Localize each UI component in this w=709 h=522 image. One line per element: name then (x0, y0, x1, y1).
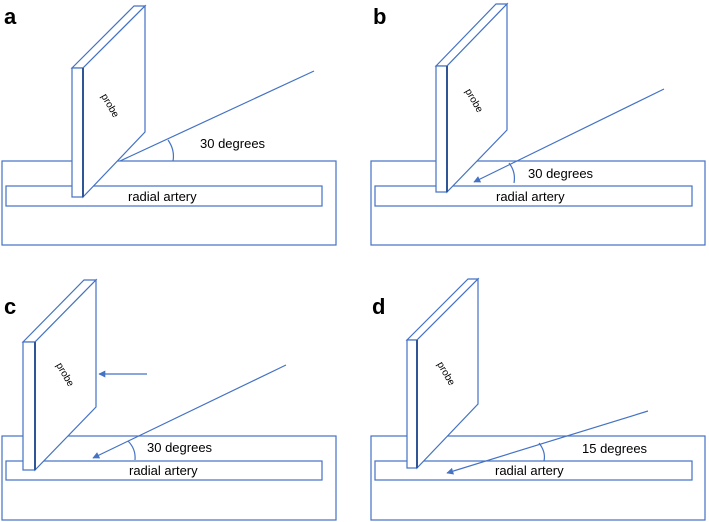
beam-arrow (92, 364, 287, 459)
angle-label: 30 degrees (528, 166, 594, 181)
angle-label: 30 degrees (147, 440, 213, 455)
panel-letter-c: c (4, 294, 16, 319)
probe (405, 277, 480, 470)
panel-c: c radial artery probe 30 degrees (1, 278, 337, 521)
panel-letter-a: a (4, 4, 17, 29)
radial-artery-label: radial artery (129, 463, 198, 478)
beam-arrow (446, 410, 649, 475)
probe (70, 4, 147, 199)
angle-label: 15 degrees (582, 441, 648, 456)
beam-arrow (473, 88, 665, 183)
panel-b: b radial artery probe 30 degrees (370, 2, 706, 246)
angle-label: 30 degrees (200, 136, 266, 151)
radial-artery-box (5, 460, 323, 481)
radial-artery-box (374, 185, 693, 207)
angle-arc (508, 162, 516, 184)
panel-a: a radial artery probe 30 degrees (1, 4, 337, 246)
angle-arc (127, 440, 136, 461)
radial-artery-label: radial artery (128, 189, 197, 204)
probe (434, 2, 509, 194)
angle-arc (538, 442, 546, 462)
beam-line (119, 70, 315, 162)
radial-artery-box (374, 460, 693, 481)
panel-letter-d: d (372, 294, 385, 319)
radial-artery-label: radial artery (496, 189, 565, 204)
angle-arc (167, 139, 175, 162)
panel-d: d radial artery probe 15 degrees (370, 277, 706, 521)
radial-artery-label: radial artery (495, 463, 564, 478)
probe (21, 278, 98, 472)
panel-letter-b: b (373, 4, 386, 29)
